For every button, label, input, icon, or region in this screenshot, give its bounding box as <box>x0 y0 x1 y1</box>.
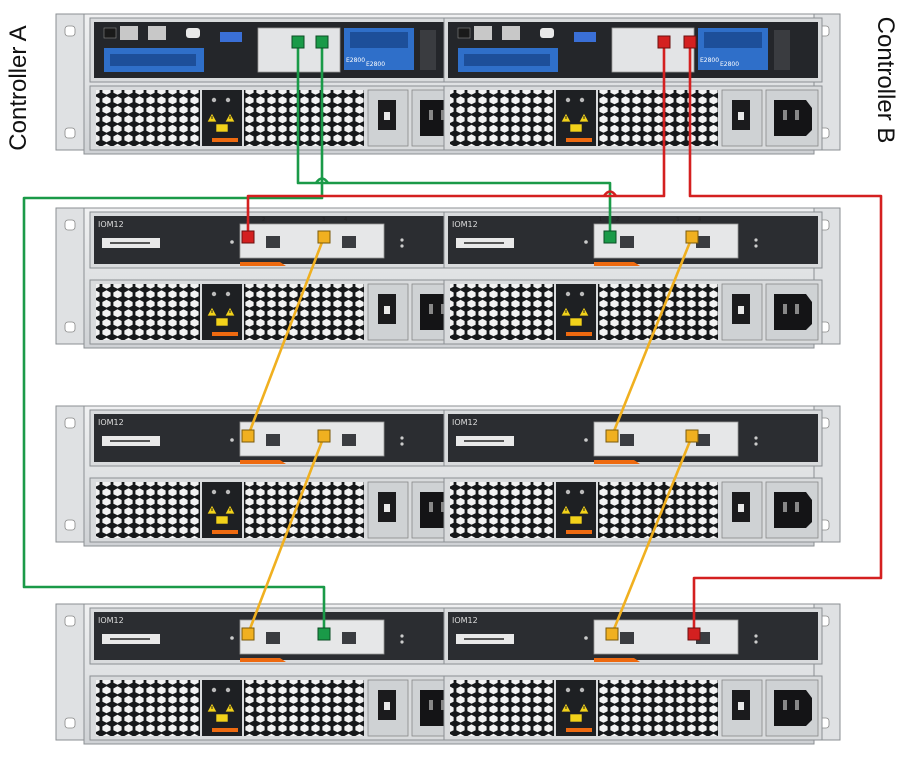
iom-label: IOM12 <box>98 418 124 427</box>
port-number: 4 <box>344 217 347 223</box>
expansion-shelf-1 <box>55 207 841 349</box>
iom-label: IOM12 <box>98 220 124 229</box>
controller-a-cable-1 <box>296 42 612 237</box>
controller-b-cable-1 <box>246 42 666 237</box>
port-number: 2 <box>616 217 619 223</box>
iom-label: IOM12 <box>452 616 478 625</box>
iom-label: IOM12 <box>452 220 478 229</box>
shelf-link-b2 <box>610 435 694 635</box>
controller-shelf <box>55 13 841 155</box>
shelf-link-b1 <box>610 236 694 437</box>
controller-a-canister <box>89 17 469 83</box>
port-number: 2 <box>262 217 265 223</box>
port-number: 1 <box>245 217 248 223</box>
controller-b-model: E2800 <box>700 57 719 64</box>
expansion-shelf-3 <box>55 603 841 745</box>
controller-a-model: E2800 <box>346 57 365 64</box>
iom-label: IOM12 <box>98 616 124 625</box>
cables <box>22 42 883 635</box>
port-number: 3 <box>676 217 679 223</box>
port-number: 4 <box>698 217 701 223</box>
expansion-shelf-2 <box>55 405 841 547</box>
port-number: 3 <box>322 217 325 223</box>
port-number: 1 <box>599 217 602 223</box>
shelf-link-a2 <box>246 435 326 635</box>
controller-a-cable-2 <box>22 42 326 634</box>
shelf-link-a1 <box>246 236 326 437</box>
controller-b-cable-2 <box>688 42 883 634</box>
iom-label: IOM12 <box>452 418 478 427</box>
controller-b-canister <box>443 17 823 83</box>
connectors <box>241 35 701 641</box>
